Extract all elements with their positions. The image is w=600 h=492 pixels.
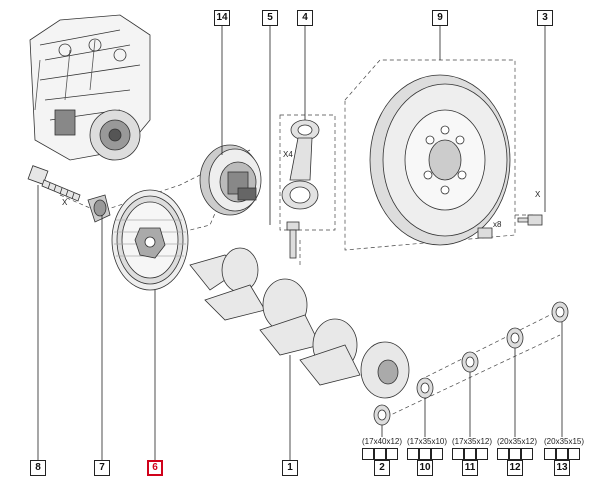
pulley-bolt — [27, 165, 81, 202]
select-box[interactable] — [509, 448, 521, 460]
mark-x-a: X — [62, 198, 68, 207]
select-box[interactable] — [419, 448, 431, 460]
callout-13[interactable]: 13 — [554, 460, 570, 476]
callout-10[interactable]: 10 — [417, 460, 433, 476]
select-box[interactable] — [521, 448, 533, 460]
select-box[interactable] — [362, 448, 374, 460]
qty-x8: x8 — [493, 220, 502, 229]
callout-4[interactable]: 4 — [297, 10, 313, 26]
engine-illustration — [29, 14, 151, 161]
select-box[interactable] — [374, 448, 386, 460]
callout-14[interactable]: 14 — [214, 10, 230, 26]
flywheel-bolt — [477, 214, 543, 239]
spec-2: (17x40x12) — [362, 437, 403, 446]
select-box[interactable] — [452, 448, 464, 460]
callout-3[interactable]: 3 — [537, 10, 553, 26]
flywheel — [369, 74, 511, 246]
select-box[interactable] — [544, 448, 556, 460]
callout-7[interactable]: 7 — [94, 460, 110, 476]
crank-key — [87, 194, 111, 223]
select-box[interactable] — [476, 448, 488, 460]
callout-1[interactable]: 1 — [282, 460, 298, 476]
callout-2[interactable]: 2 — [374, 460, 390, 476]
spec-13: (20x35x15) — [544, 437, 585, 446]
callout-leader-lines — [37, 22, 563, 460]
select-box[interactable] — [407, 448, 419, 460]
callout-6[interactable]: 6 — [147, 460, 163, 476]
spec-12: (20x35x12) — [497, 437, 538, 446]
select-box[interactable] — [464, 448, 476, 460]
main-bearings — [373, 301, 569, 426]
select-box[interactable] — [386, 448, 398, 460]
crankshaft-timing-gear — [199, 144, 262, 216]
select-box[interactable] — [568, 448, 580, 460]
callout-9[interactable]: 9 — [432, 10, 448, 26]
spec-11: (17x35x12) — [452, 437, 493, 446]
select-box[interactable] — [497, 448, 509, 460]
qty-x4: X4 — [283, 150, 293, 159]
spec-10: (17x35x10) — [407, 437, 448, 446]
callout-5[interactable]: 5 — [262, 10, 278, 26]
crankshaft — [189, 247, 410, 399]
select-box[interactable] — [431, 448, 443, 460]
callout-12[interactable]: 12 — [507, 460, 523, 476]
callout-11[interactable]: 11 — [462, 460, 478, 476]
connecting-rod — [281, 119, 320, 210]
select-box[interactable] — [556, 448, 568, 460]
rod-bolt — [286, 221, 300, 259]
crankshaft-pulley — [111, 189, 189, 291]
callout-8[interactable]: 8 — [30, 460, 46, 476]
mark-x-b: X — [535, 190, 541, 199]
